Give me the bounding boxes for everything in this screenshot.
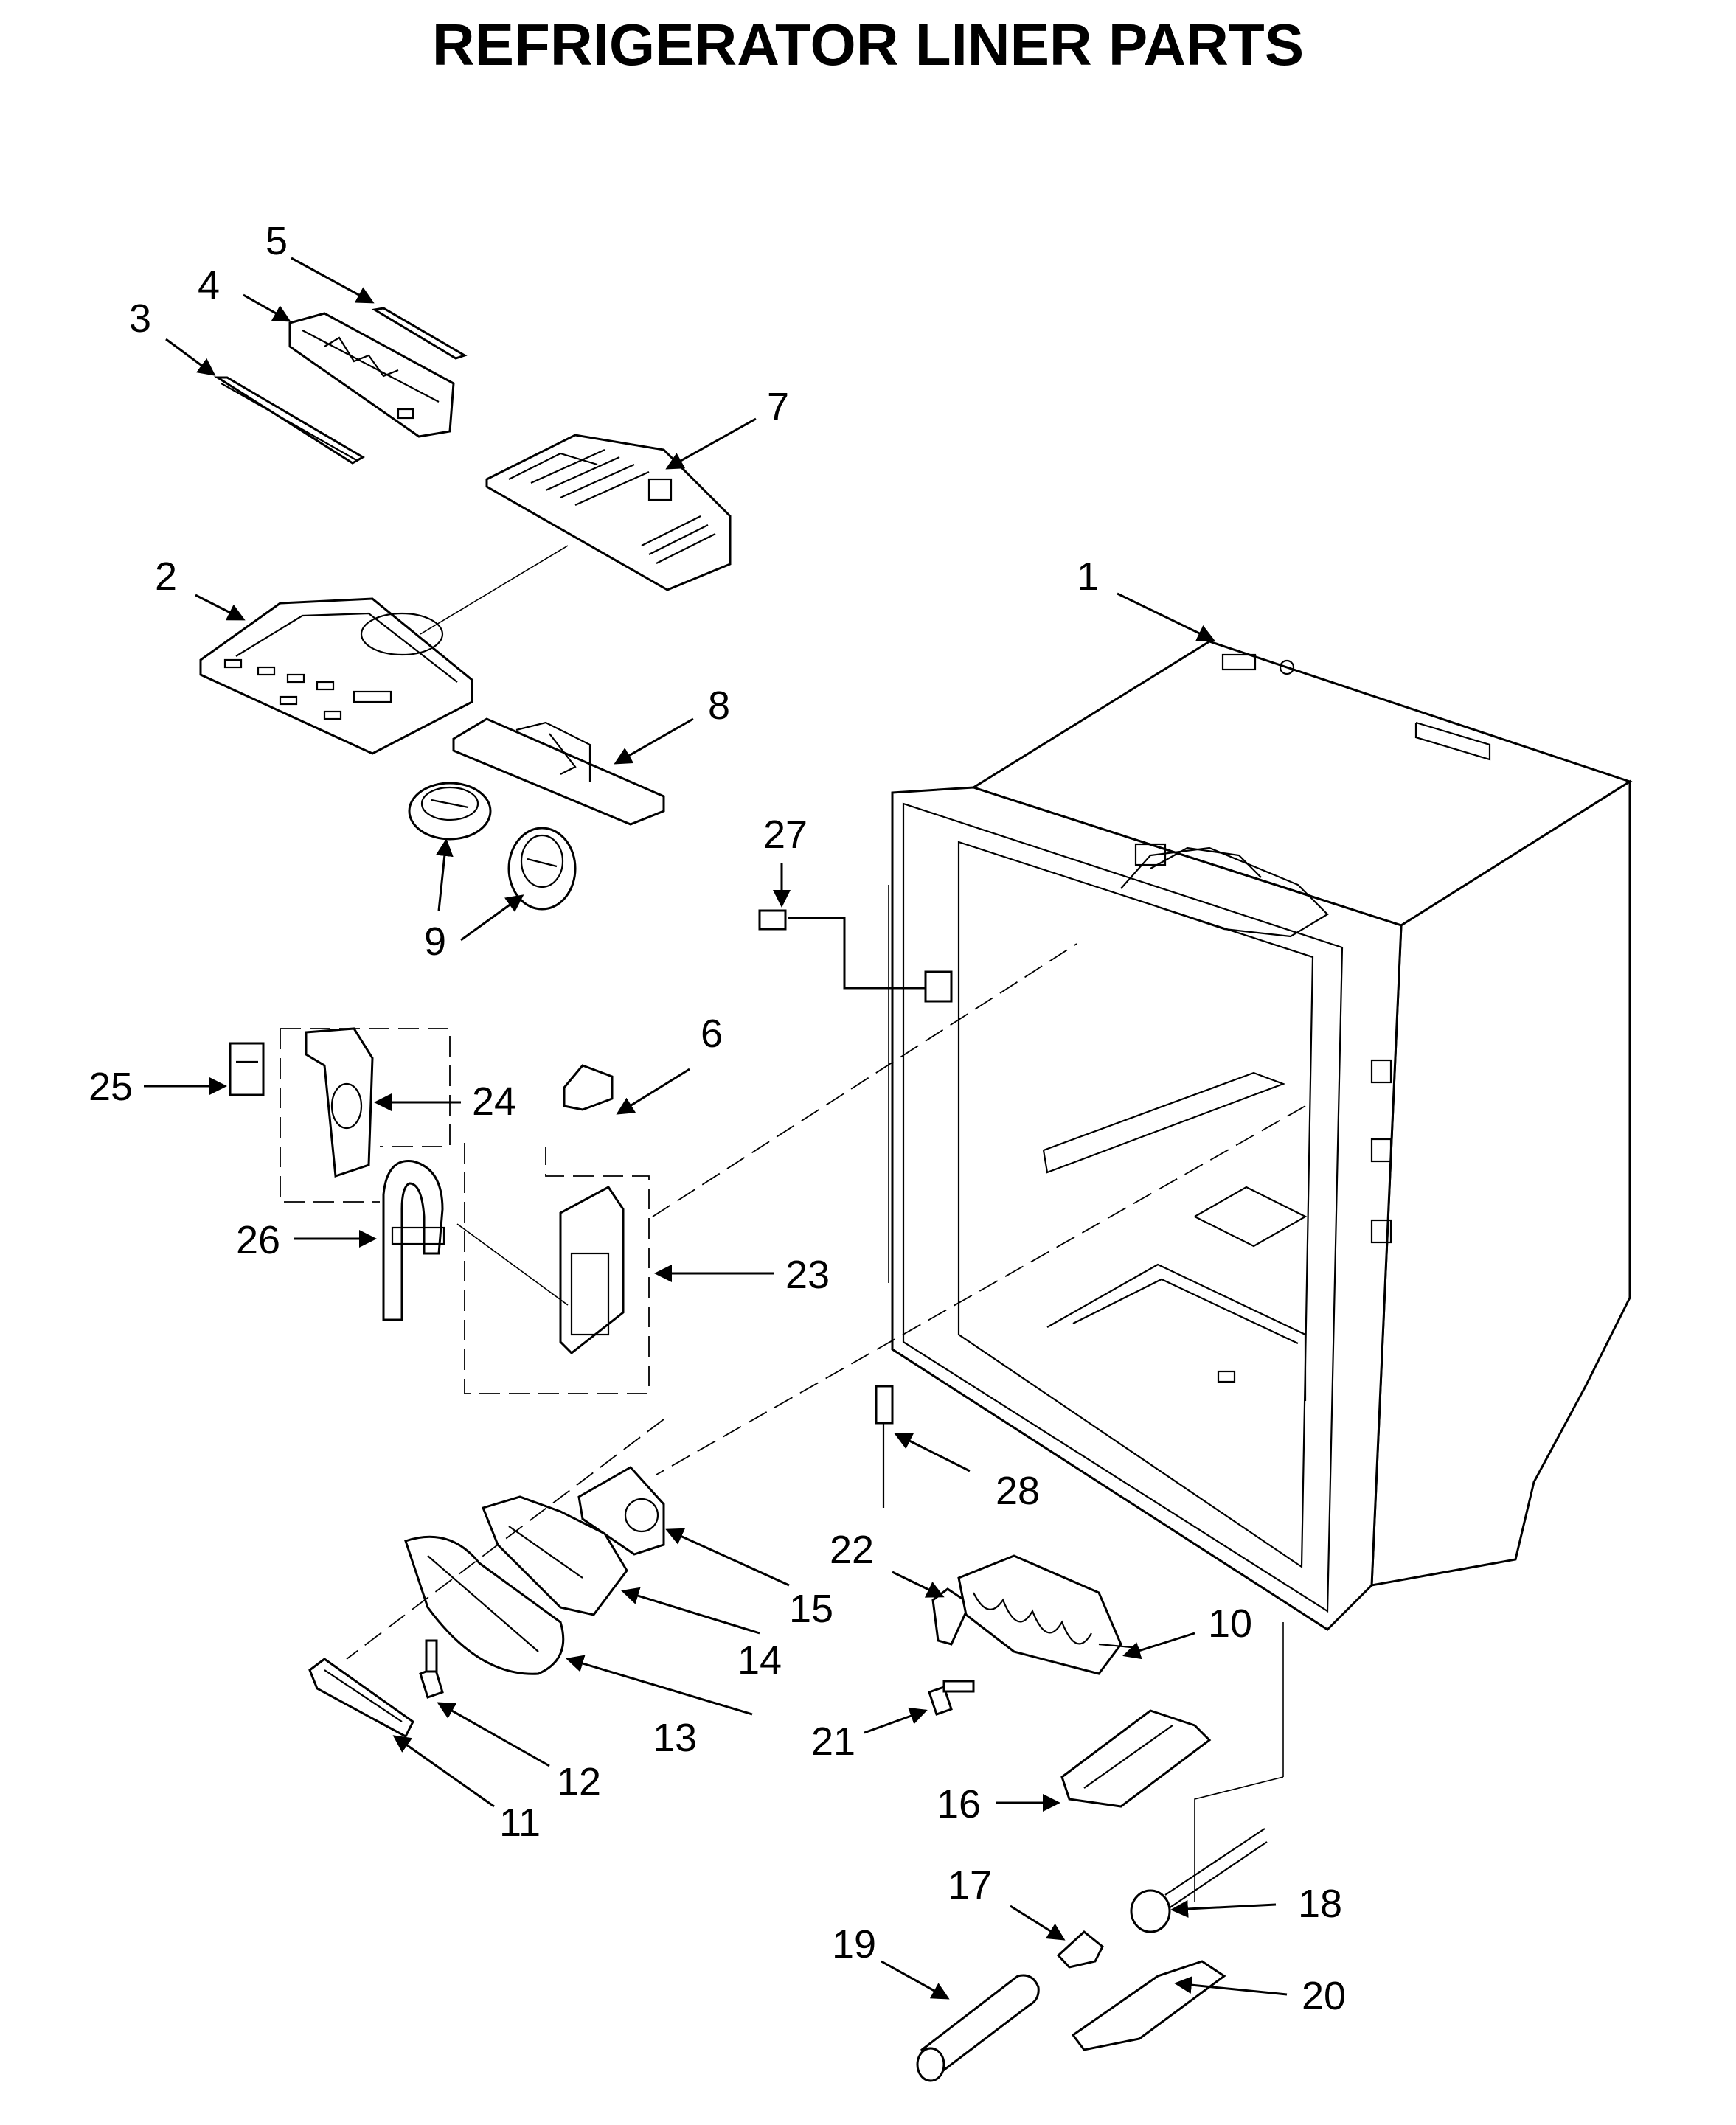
callout-21: 21 — [811, 1719, 855, 1764]
callout-9: 9 — [424, 919, 446, 964]
part-8-tray[interactable] — [452, 717, 665, 826]
callout-17: 17 — [948, 1863, 992, 1907]
part-6-bracket[interactable] — [563, 1064, 614, 1111]
callout-22: 22 — [830, 1528, 874, 1572]
part-21-screw[interactable] — [928, 1680, 975, 1716]
part-25-switch[interactable] — [229, 1042, 265, 1096]
callout-6: 6 — [701, 1012, 723, 1056]
part-27-sensor[interactable] — [758, 909, 953, 1003]
part-3-strip[interactable] — [213, 376, 365, 465]
callout-11: 11 — [499, 1801, 541, 1845]
part-18-filter-head[interactable] — [1130, 1828, 1268, 1933]
callout-20: 20 — [1302, 1974, 1346, 2018]
part-1-liner[interactable] — [888, 640, 1633, 1631]
callout-14: 14 — [737, 1638, 782, 1683]
part-26-tube[interactable] — [382, 1160, 445, 1321]
part-15-actuator[interactable] — [577, 1466, 665, 1556]
part-13-cover[interactable] — [404, 1535, 565, 1675]
part-19-filter[interactable] — [916, 1974, 1040, 2082]
part-17-cap[interactable] — [1056, 1930, 1104, 1969]
callout-13: 13 — [653, 1716, 697, 1760]
part-24-bracket[interactable] — [305, 1027, 374, 1178]
leader-lines — [144, 257, 1288, 2000]
part-11-grille[interactable] — [308, 1658, 414, 1739]
part-23-dispenser-housing[interactable] — [559, 1186, 625, 1355]
callout-18: 18 — [1298, 1882, 1342, 1926]
callout-23: 23 — [785, 1253, 830, 1297]
callout-labels: 5 4 3 7 2 1 8 27 9 6 25 24 26 23 28 22 1… — [88, 219, 1346, 2018]
part-2-cover[interactable] — [199, 597, 473, 755]
part-9-fan-a[interactable] — [408, 782, 492, 841]
part-22-fill-tube[interactable] — [931, 1587, 971, 1646]
callout-10: 10 — [1208, 1601, 1252, 1646]
callout-19: 19 — [832, 1922, 876, 1966]
part-12-screw[interactable] — [419, 1639, 444, 1699]
callout-27: 27 — [763, 813, 808, 857]
callout-12: 12 — [557, 1760, 601, 1804]
callout-4: 4 — [198, 263, 220, 307]
part-4-housing[interactable] — [288, 312, 455, 438]
part-10-ice-maker[interactable] — [957, 1554, 1140, 1675]
alignment-lines — [280, 545, 1306, 1902]
part-5-bar[interactable] — [371, 307, 468, 360]
part-16-bin[interactable] — [1060, 1709, 1212, 1808]
part-20-cover[interactable] — [1071, 1960, 1226, 2051]
page-title: REFRIGERATOR LINER PARTS — [432, 12, 1304, 77]
part-28-probe[interactable] — [875, 1385, 894, 1508]
callout-25: 25 — [88, 1065, 133, 1109]
callout-3: 3 — [129, 296, 151, 341]
callout-16: 16 — [937, 1782, 981, 1826]
part-9-fan-b[interactable] — [507, 827, 577, 911]
callout-1: 1 — [1077, 554, 1099, 599]
callout-28: 28 — [996, 1469, 1040, 1513]
callout-26: 26 — [236, 1218, 280, 1262]
callout-7: 7 — [767, 385, 789, 429]
callout-15: 15 — [789, 1587, 833, 1631]
part-7-air-tower[interactable] — [485, 434, 732, 591]
callout-8: 8 — [708, 684, 730, 728]
part-14-chute[interactable] — [481, 1495, 628, 1616]
callout-5: 5 — [265, 219, 288, 263]
callout-2: 2 — [155, 554, 177, 599]
callout-24: 24 — [472, 1079, 516, 1124]
